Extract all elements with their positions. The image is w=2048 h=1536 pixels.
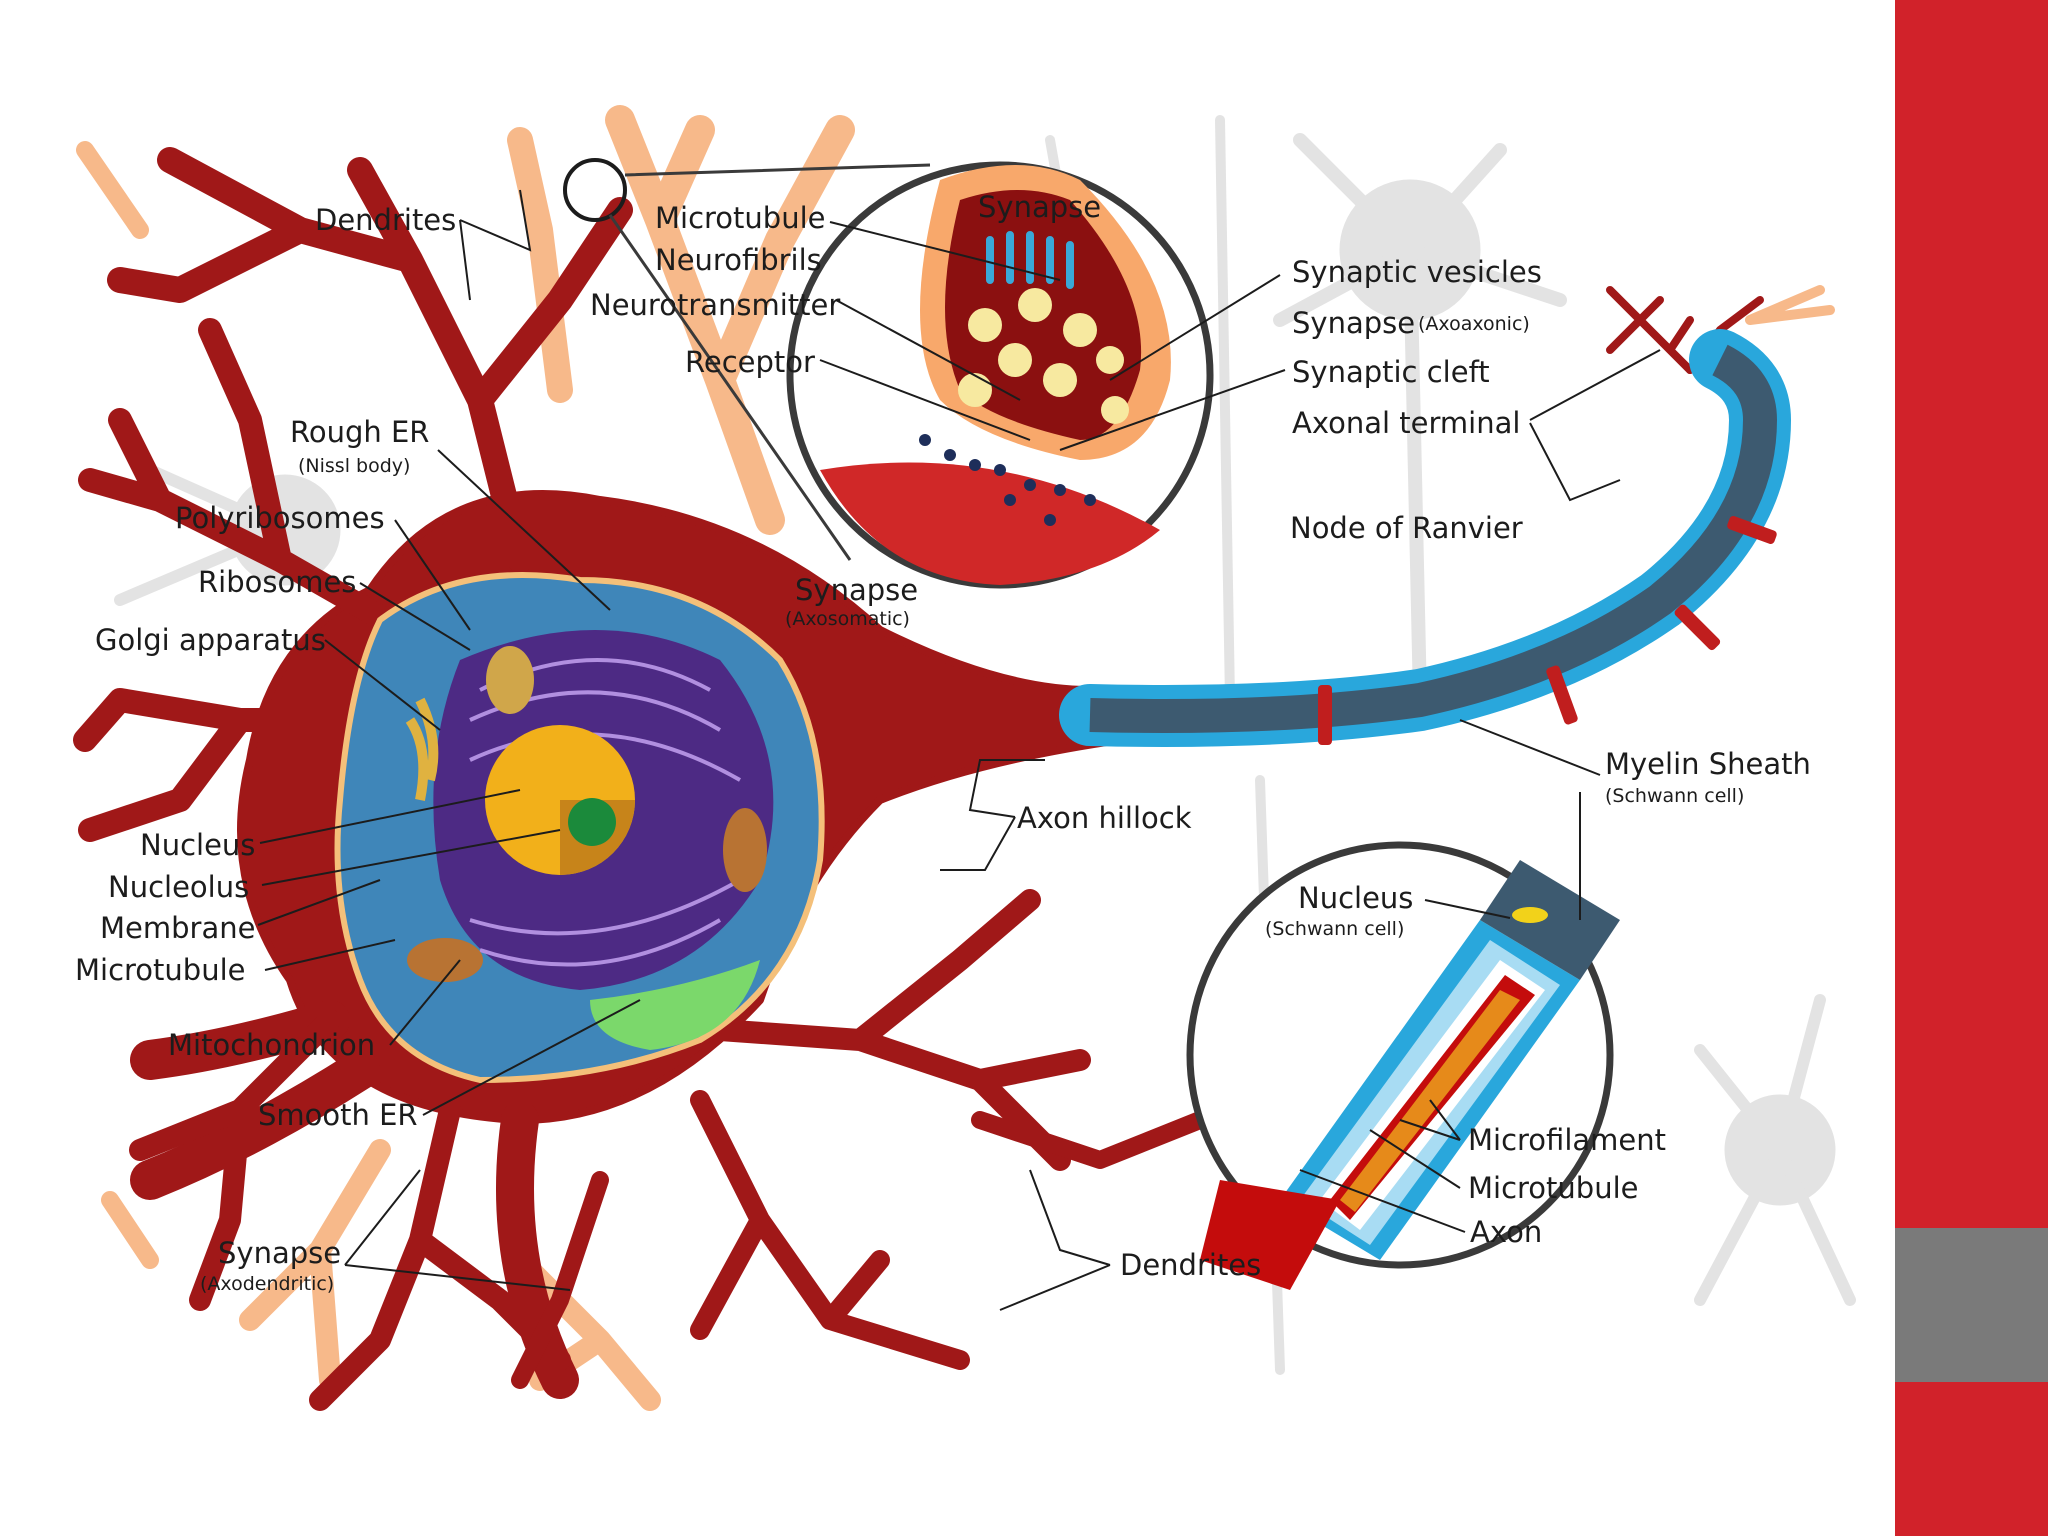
label-microtubule-left: Microtubule xyxy=(75,953,246,987)
label-microfilament: Microfilament xyxy=(1468,1123,1666,1157)
label-rough-er-sub: (Nissl body) xyxy=(298,455,410,477)
label-axon-hillock: Axon hillock xyxy=(1017,801,1192,835)
label-dendrites-top: Dendrites xyxy=(315,203,456,237)
label-nucleus-schwann: Nucleus xyxy=(1298,881,1413,915)
neuron-diagram: Dendrites Microtubule Neurofibrils Neuro… xyxy=(73,105,1856,1411)
label-neurofibrils: Neurofibrils xyxy=(655,243,822,277)
labels: Dendrites Microtubule Neurofibrils Neuro… xyxy=(75,190,1811,1295)
label-synapse-axoaxonic-sub: (Axoaxonic) xyxy=(1418,313,1530,335)
label-nucleolus: Nucleolus xyxy=(108,870,249,904)
label-myelin-sheath-sub: (Schwann cell) xyxy=(1605,785,1744,807)
label-nucleus-schwann-sub: (Schwann cell) xyxy=(1265,918,1404,940)
leader-lines xyxy=(257,189,1661,1311)
label-synaptic-cleft: Synaptic cleft xyxy=(1292,355,1490,389)
label-polyribosomes: Polyribosomes xyxy=(175,501,385,535)
label-node-of-ranvier: Node of Ranvier xyxy=(1290,511,1523,545)
label-microtubule-top: Microtubule xyxy=(655,201,826,235)
label-membrane: Membrane xyxy=(100,911,255,945)
label-synapse-axodendritic-sub: (Axodendritic) xyxy=(200,1273,334,1295)
axon-inset xyxy=(1186,841,1620,1290)
label-smooth-er: Smooth ER xyxy=(258,1098,418,1132)
label-axonal-terminal: Axonal terminal xyxy=(1292,406,1520,440)
label-synaptic-vesicles: Synaptic vesicles xyxy=(1292,255,1542,289)
label-neurotransmitter: Neurotransmitter xyxy=(590,288,840,322)
label-mitochondrion: Mitochondrion xyxy=(168,1028,375,1062)
label-synapse-axodendritic: Synapse xyxy=(218,1236,341,1270)
label-synapse-axosomatic-sub: (Axosomatic) xyxy=(785,608,910,630)
label-axon: Axon xyxy=(1470,1215,1542,1249)
label-myelin-sheath: Myelin Sheath xyxy=(1605,747,1811,781)
label-rough-er: Rough ER xyxy=(290,415,429,449)
label-synapse-axoaxonic: Synapse xyxy=(1292,306,1415,340)
label-nucleus: Nucleus xyxy=(140,828,255,862)
synapse-inset xyxy=(563,158,1214,589)
cell-interior xyxy=(334,572,825,1084)
peach-dendrites xyxy=(76,105,1835,1411)
label-receptor: Receptor xyxy=(685,345,815,379)
label-synapse-inset: Synapse xyxy=(978,190,1101,224)
label-dendrites-bottom: Dendrites xyxy=(1120,1248,1261,1282)
label-synapse-axosomatic: Synapse xyxy=(795,573,918,607)
label-ribosomes: Ribosomes xyxy=(198,565,356,599)
axon xyxy=(1059,329,1792,747)
accent-gray-block xyxy=(1895,1228,2048,1382)
label-golgi: Golgi apparatus xyxy=(95,623,326,657)
label-microtubule-inset: Microtubule xyxy=(1468,1171,1639,1205)
